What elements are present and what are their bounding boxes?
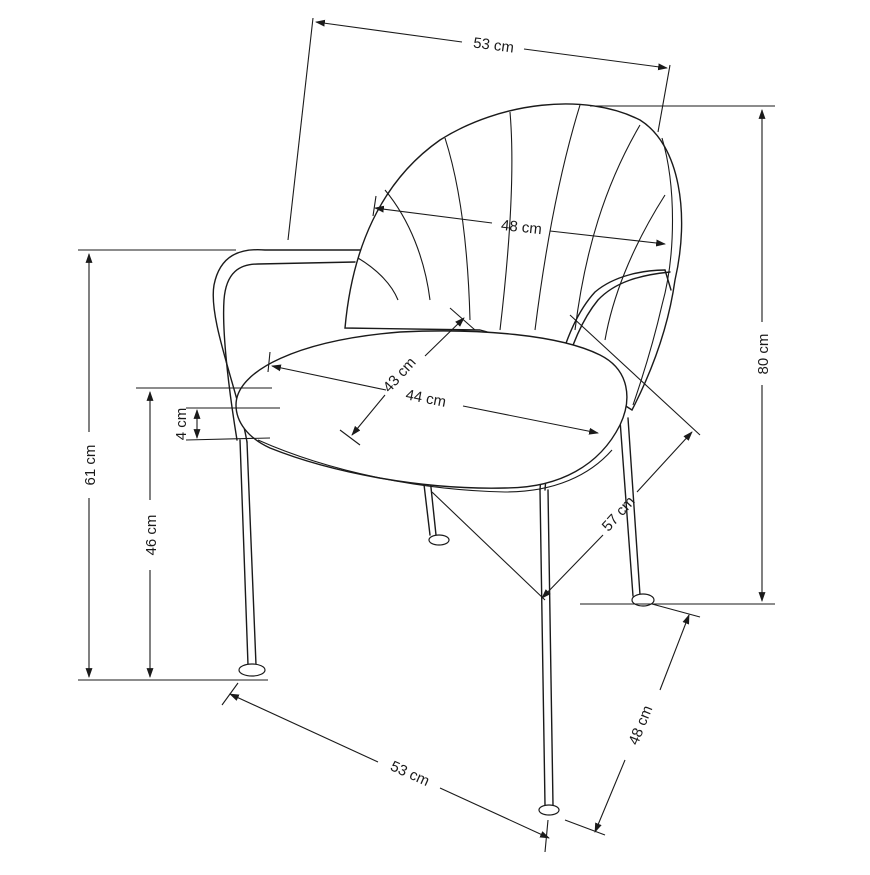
front-right-leg-a xyxy=(539,489,546,806)
left-armrest-outer xyxy=(212,248,361,443)
back-left-foot xyxy=(428,534,450,546)
label-seat-height: 46 cm xyxy=(143,515,160,556)
front-right-leg-b xyxy=(547,489,554,806)
front-left-leg-a xyxy=(239,439,249,666)
label-back-width: 48 cm xyxy=(500,217,542,238)
chair-outline xyxy=(212,103,683,816)
back-right-foot xyxy=(631,593,655,607)
label-diagonal: 57 cm xyxy=(599,493,639,535)
back-left-leg xyxy=(429,477,437,536)
label-base-width: 53 cm xyxy=(388,758,432,790)
label-armrest-height: 61 cm xyxy=(82,445,99,486)
right-armrest-cap xyxy=(664,269,672,291)
label-base-depth: 48 cm xyxy=(625,703,656,747)
left-armrest-inner xyxy=(222,261,356,441)
label-back-depth: 53 cm xyxy=(472,34,515,56)
backrest-inner-edge xyxy=(632,137,674,406)
back-right-leg xyxy=(627,417,641,596)
label-total-height: 80 cm xyxy=(755,334,772,375)
backrest-channels xyxy=(357,104,666,341)
seat-cushion-lower-edge xyxy=(257,439,613,493)
front-right-foot xyxy=(538,804,560,816)
back-right-leg-inner xyxy=(619,419,634,597)
dimension-lines xyxy=(78,17,775,853)
label-seat-thickness: 4 cm xyxy=(173,408,190,441)
front-left-foot xyxy=(238,663,266,677)
seat-cushion xyxy=(235,330,628,489)
front-left-leg-b xyxy=(246,441,257,666)
